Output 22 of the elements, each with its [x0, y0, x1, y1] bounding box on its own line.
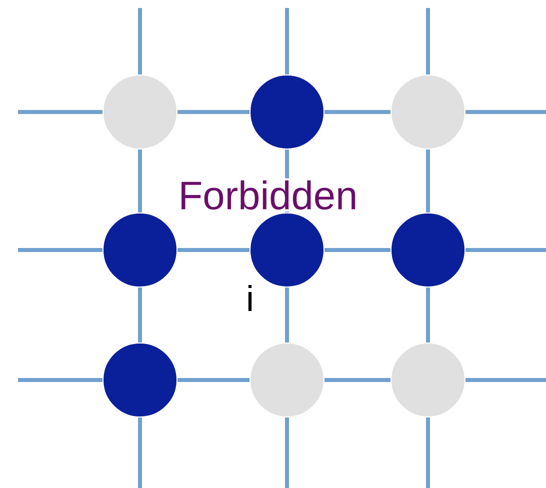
lattice-line	[178, 378, 250, 382]
site-circle	[250, 74, 324, 150]
lattice-line	[324, 110, 390, 114]
site-circle	[102, 212, 178, 288]
lattice-line	[178, 110, 250, 114]
text-label: i	[244, 283, 256, 313]
lattice-line	[138, 150, 142, 212]
lattice-line	[324, 248, 390, 252]
site-circle	[390, 74, 466, 150]
text-label: Forbidden	[176, 178, 360, 212]
site-circle	[102, 342, 178, 418]
lattice-line	[178, 248, 250, 252]
lattice-line	[426, 288, 430, 342]
lattice-line	[324, 378, 390, 382]
site-circle	[390, 342, 466, 418]
lattice-line	[426, 150, 430, 212]
site-circle	[390, 212, 466, 288]
site-circle	[102, 74, 178, 150]
lattice-line	[138, 288, 142, 342]
site-circle	[250, 212, 324, 288]
site-circle	[250, 342, 324, 418]
lattice-line	[285, 288, 289, 342]
